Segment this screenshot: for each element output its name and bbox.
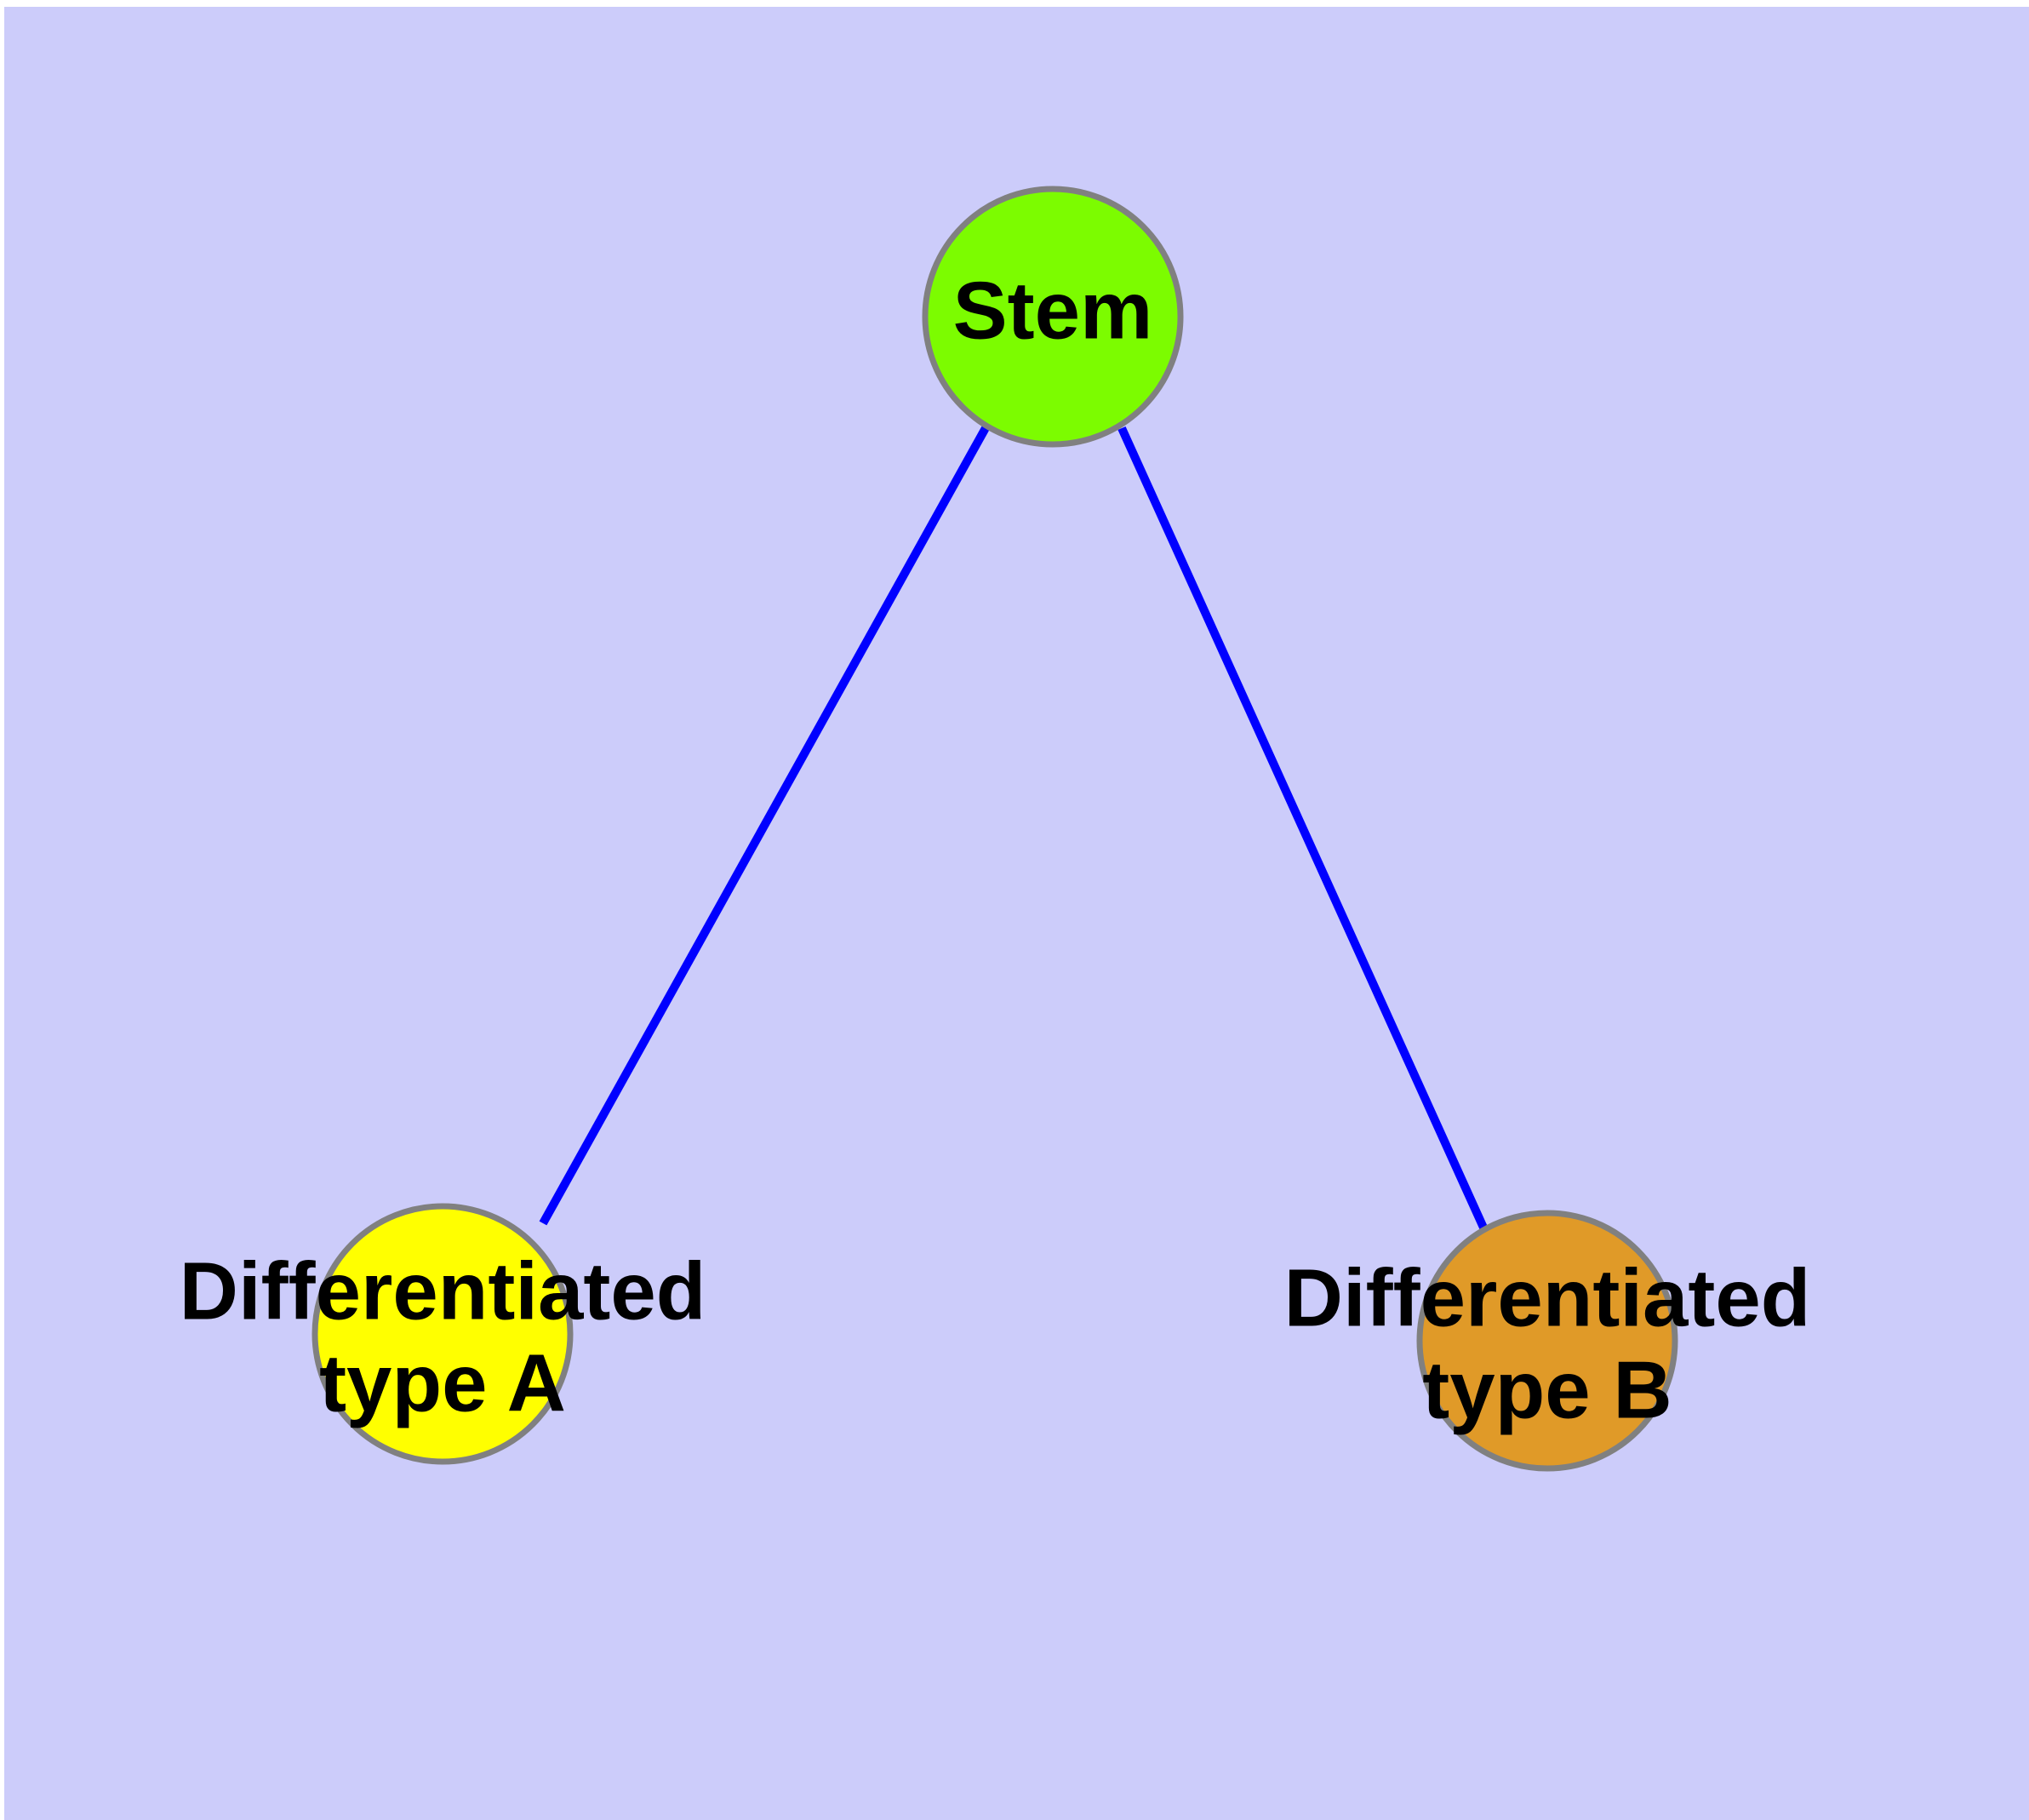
edge-layer [539, 424, 1488, 1230]
node-label-differentiated-type-b-line1: Differentiated [1284, 1252, 1811, 1343]
node-differentiated-type-a[interactable] [311, 1203, 574, 1465]
edge-stem-to-differentiated-type-a[interactable] [539, 424, 991, 1226]
node-layer [311, 186, 1678, 1472]
label-layer: Stem Differentiated type A Differentiate… [180, 265, 1811, 1435]
node-stem[interactable] [922, 186, 1184, 448]
node-label-differentiated-type-a-line2: type A [319, 1337, 566, 1428]
node-differentiated-type-b[interactable] [1416, 1210, 1678, 1472]
node-label-differentiated-type-a-line1: Differentiated [180, 1245, 706, 1336]
edge-stem-to-differentiated-type-b[interactable] [1117, 426, 1488, 1230]
node-label-stem: Stem [953, 265, 1153, 356]
node-label-differentiated-type-b-line2: type B [1422, 1344, 1672, 1435]
